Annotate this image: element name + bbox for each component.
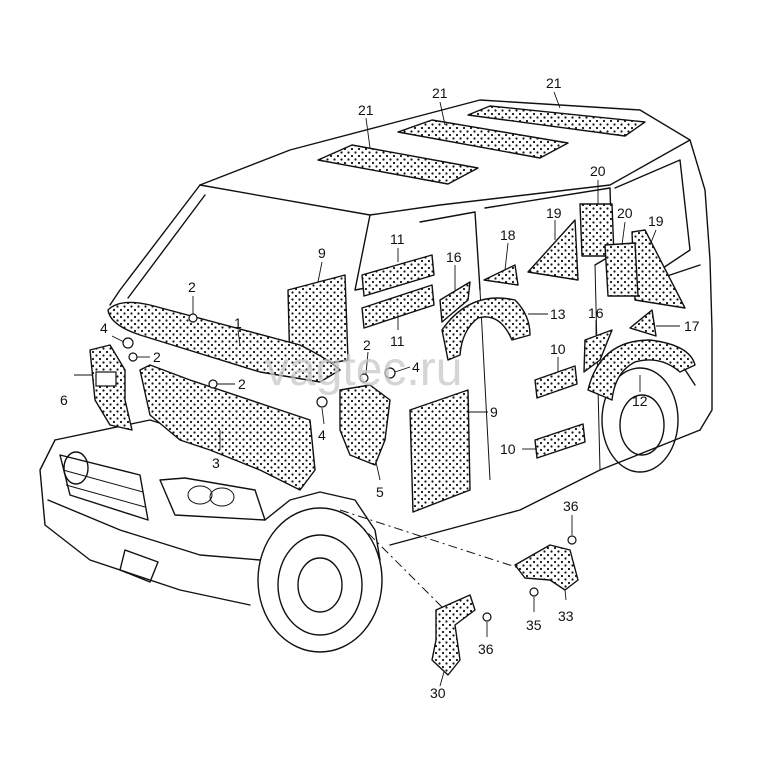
callout-20-right: 20 <box>617 205 633 221</box>
callout-13: 13 <box>550 306 566 322</box>
part-3-bulkhead <box>139 364 316 491</box>
callout-9-upper: 9 <box>318 245 326 261</box>
fastener-36-a <box>567 535 577 545</box>
callout-11-lower: 11 <box>390 333 405 349</box>
fastener-2-b <box>128 352 138 362</box>
part-20-right <box>604 242 639 297</box>
part-21-roof-insulation-rear <box>467 105 646 137</box>
callout-4-c: 4 <box>318 427 326 443</box>
part-19-left <box>527 219 579 281</box>
callout-2-c: 2 <box>238 376 246 392</box>
part-16-right <box>583 329 613 373</box>
watermark: vagtec.ru <box>265 343 462 396</box>
fastener-2-a <box>188 313 198 323</box>
callout-35: 35 <box>526 617 542 633</box>
callout-1: 1 <box>234 315 242 331</box>
callout-2-a: 2 <box>188 279 196 295</box>
callout-16-left: 16 <box>446 249 462 265</box>
callout-19-left: 19 <box>546 205 562 221</box>
fastener-2-c <box>208 379 218 389</box>
part-13-wheel-housing <box>441 297 531 361</box>
callout-16-right: 16 <box>588 305 604 321</box>
fastener-2-d <box>359 373 369 383</box>
part-21-roof-insulation-front <box>317 144 479 185</box>
part-1-cowl <box>107 301 341 383</box>
part-10-upper <box>534 365 578 399</box>
callout-33: 33 <box>558 608 574 624</box>
callout-36-lower: 36 <box>478 641 494 657</box>
parts <box>89 105 696 676</box>
part-6-bracket <box>89 344 133 431</box>
callouts: 21 21 21 20 20 19 19 18 16 16 17 13 12 1… <box>60 75 700 701</box>
callout-2-d: 2 <box>363 337 371 353</box>
callout-19-right: 19 <box>648 213 664 229</box>
callout-5: 5 <box>376 484 384 500</box>
callout-21-middle: 21 <box>432 85 448 101</box>
callout-18: 18 <box>500 227 516 243</box>
part-11-lower <box>361 284 435 329</box>
part-9-lower <box>409 389 471 513</box>
part-19-right <box>631 229 686 309</box>
fastener-4-b <box>384 367 396 379</box>
part-18 <box>483 264 519 286</box>
callout-21-front: 21 <box>358 102 374 118</box>
fastener-36-b <box>482 612 492 622</box>
callout-17: 17 <box>684 318 700 334</box>
callout-9-lower: 9 <box>490 404 498 420</box>
part-12-wheel-housing <box>587 339 696 401</box>
fastener-35 <box>529 587 539 597</box>
fastener-4-c <box>316 396 328 408</box>
callout-10-lower: 10 <box>500 441 516 457</box>
part-30-bracket <box>431 594 476 676</box>
callout-4-b: 4 <box>412 359 420 375</box>
part-5-bracket <box>339 384 391 466</box>
part-33-bracket <box>514 544 579 591</box>
callout-3: 3 <box>212 455 220 471</box>
callout-10-upper: 10 <box>550 341 566 357</box>
callout-21-rear: 21 <box>546 75 562 91</box>
fastener-4-a <box>122 337 134 349</box>
callout-11-upper: 11 <box>390 231 405 247</box>
callout-30: 30 <box>430 685 446 701</box>
callout-4-a: 4 <box>100 320 108 336</box>
callout-36-upper: 36 <box>563 498 579 514</box>
part-10-lower <box>534 423 586 459</box>
part-16-left <box>439 281 471 323</box>
part-21-roof-insulation-middle <box>397 119 569 159</box>
callout-12: 12 <box>632 393 648 409</box>
callout-6: 6 <box>60 392 68 408</box>
callout-2-b: 2 <box>153 349 161 365</box>
callout-20-left: 20 <box>590 163 606 179</box>
part-11-upper <box>361 254 435 297</box>
leader-lines <box>74 91 680 687</box>
part-17 <box>629 309 657 337</box>
